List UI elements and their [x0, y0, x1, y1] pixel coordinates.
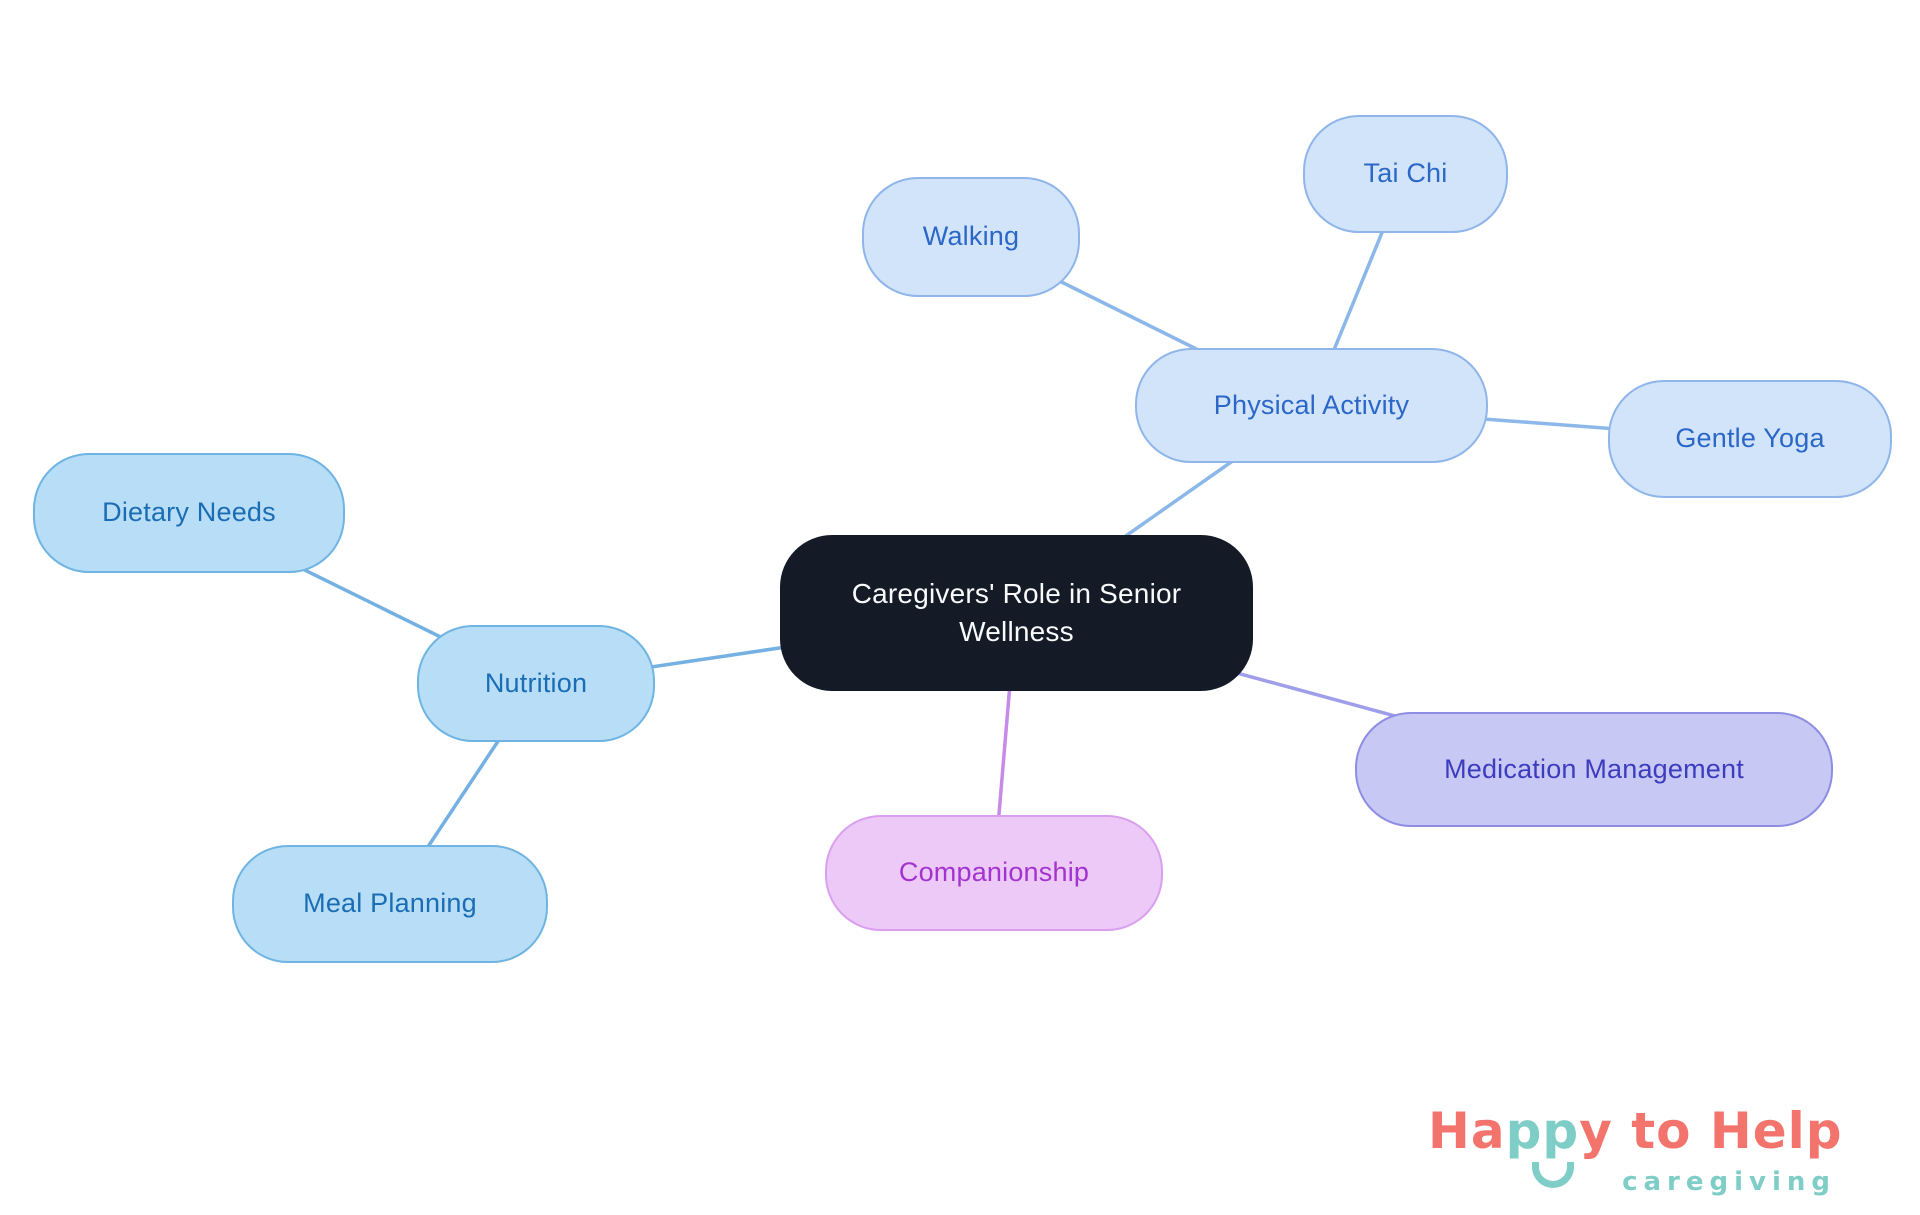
node-label: Companionship [898, 857, 1090, 888]
node-label: Gentle Yoga [1675, 423, 1825, 454]
node-physical-activity: Physical Activity [1135, 348, 1488, 463]
node-label: Medication Management [1444, 753, 1744, 784]
logo-part-y: y [1579, 1102, 1613, 1160]
node-medication-management: Medication Management [1355, 712, 1833, 827]
node-companionship: Companionship [825, 815, 1163, 931]
node-meal-planning: Meal Planning [232, 845, 548, 963]
node-walking: Walking [862, 177, 1080, 297]
logo-part-to: to [1612, 1102, 1710, 1160]
node-nutrition: Nutrition [417, 625, 655, 742]
node-label: Physical Activity [1213, 389, 1410, 420]
node-label: Nutrition [484, 667, 588, 698]
node-label: Dietary Needs [102, 497, 276, 528]
node-label: Tai Chi [1363, 158, 1448, 189]
smile-arc-icon [1532, 1162, 1574, 1188]
node-tai-chi: Tai Chi [1303, 115, 1508, 233]
logo-wordmark: Happy to Help [1428, 1104, 1888, 1159]
logo-part-ha: Ha [1428, 1102, 1506, 1160]
logo-part-help: Help [1709, 1102, 1843, 1160]
happy-to-help-logo: Happy to Help caregiving [1428, 1104, 1888, 1209]
node-gentle-yoga: Gentle Yoga [1608, 380, 1892, 498]
node-label: Walking [922, 221, 1020, 252]
central-topic-label: Caregivers' Role in Senior Wellness [851, 578, 1182, 647]
node-dietary-needs: Dietary Needs [33, 453, 345, 573]
node-label: Meal Planning [303, 888, 477, 919]
logo-part-pp: pp [1505, 1102, 1580, 1160]
logo-tagline: caregiving [1622, 1167, 1836, 1197]
node-central-topic: Caregivers' Role in Senior Wellness [780, 535, 1253, 691]
